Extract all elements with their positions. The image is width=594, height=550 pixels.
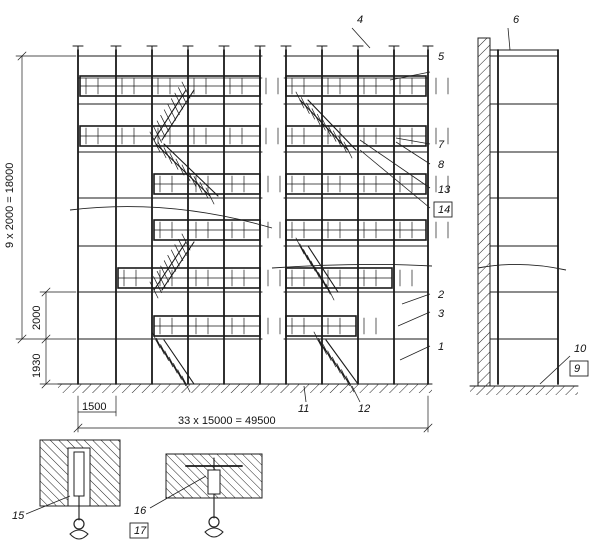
callout-1: 1 — [438, 341, 444, 353]
dimension-lines: 9 x 2000 = 18000 2000 1930 1500 33 x 150… — [4, 51, 433, 433]
callout-10: 10 — [574, 343, 587, 355]
callout-5: 5 — [438, 51, 445, 63]
callout-11: 11 — [298, 403, 309, 415]
anchor-details — [39, 439, 263, 540]
callout-9: 9 — [574, 363, 580, 375]
callout-16: 16 — [134, 505, 147, 517]
front-elevation — [69, 45, 449, 393]
callout-labels: 5 4 6 7 8 13 14 2 3 1 10 9 11 12 15 16 17 — [12, 14, 589, 539]
first-tier-label: 1930 — [31, 354, 43, 378]
callout-17: 17 — [134, 525, 147, 537]
ground-line — [57, 383, 579, 395]
side-elevation — [477, 37, 567, 387]
callout-8: 8 — [438, 159, 445, 171]
callout-2: 2 — [437, 289, 444, 301]
callout-13: 13 — [438, 184, 451, 196]
length-total-label: 33 x 15000 = 49500 — [178, 415, 276, 427]
wall-section — [477, 37, 491, 387]
tier-height-label: 2000 — [31, 306, 43, 330]
callout-4: 4 — [357, 14, 363, 26]
callout-3: 3 — [438, 308, 445, 320]
bay-width-label: 1500 — [82, 401, 106, 413]
callout-14: 14 — [438, 204, 450, 216]
callout-12: 12 — [358, 403, 370, 415]
callout-15: 15 — [12, 510, 25, 522]
height-total-label: 9 x 2000 = 18000 — [4, 163, 16, 248]
callout-7: 7 — [438, 139, 445, 151]
callout-6: 6 — [513, 14, 520, 26]
